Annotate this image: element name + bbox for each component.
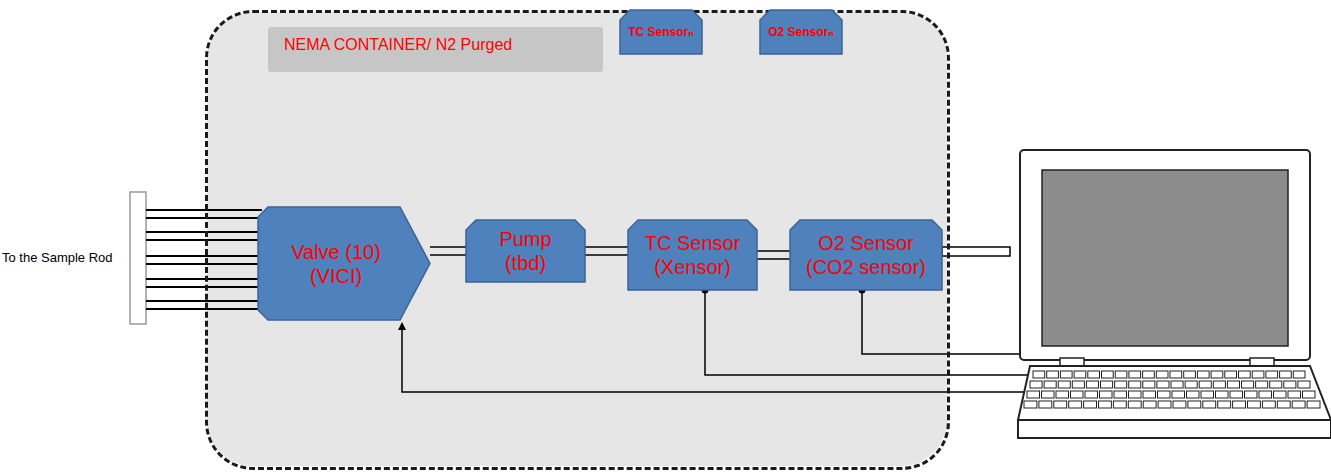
- container-box: NEMA CONTAINER/ N2 Purged TC Sensorₙ O2 Se…: [205, 10, 950, 470]
- side-label: To the Sample Rod: [2, 250, 113, 265]
- outlet-tube: [942, 247, 1010, 256]
- sample-rod: [130, 192, 146, 324]
- container-ground: [207, 12, 947, 466]
- laptop: [1018, 150, 1331, 438]
- node-label: TC Sensor (Xensor): [637, 231, 749, 279]
- sensor-box: O2 Sensor (CO2 sensor): [790, 220, 942, 290]
- valve-shape: Valve (10) (VICI): [258, 207, 430, 320]
- pump-box: Pump (tbd): [466, 220, 585, 282]
- node-outline: [790, 220, 942, 290]
- sensor-box: O2 Sensorₙ: [760, 10, 842, 54]
- node-label: O2 Sensorₙ: [764, 25, 838, 39]
- node-label: O2 Sensor (CO2 sensor): [799, 231, 933, 279]
- node-label: Valve (10) (VICI): [281, 240, 391, 288]
- container-title: NEMA CONTAINER/ N2 Purged: [268, 27, 603, 72]
- node-outline: [258, 207, 430, 320]
- pipe-connector: [430, 247, 466, 255]
- sample-tubes: [146, 210, 262, 309]
- signal-wires: [402, 290, 1036, 392]
- pipe-connector: [585, 247, 628, 255]
- sensor-box: TC Sensorₙ: [620, 10, 702, 54]
- pipe-connector: [757, 251, 790, 259]
- node-label: TC Sensorₙ: [624, 25, 698, 39]
- node-label: Pump (tbd): [490, 227, 562, 275]
- node-outline: [628, 220, 757, 290]
- sensor-box: TC Sensor (Xensor): [628, 220, 757, 290]
